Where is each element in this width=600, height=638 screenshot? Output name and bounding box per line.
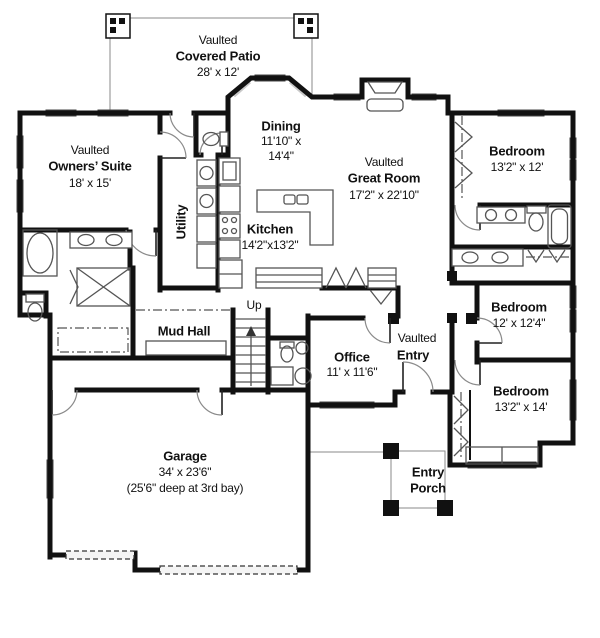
fireplace [366, 81, 404, 112]
bedroom-bath-2 [451, 248, 570, 267]
label-utility: Utility [173, 204, 189, 240]
label-bedroom-bottom-dims: 13'2" x 14' [494, 400, 548, 414]
powder-room [202, 131, 229, 147]
bedroom-closets [453, 116, 473, 460]
sink-fixture [504, 208, 518, 222]
shower-door [69, 269, 79, 305]
label-kitchen-dims: 14'2"x13'2" [241, 238, 299, 252]
hall-bath [270, 341, 312, 386]
doors [51, 112, 503, 416]
toilet-fixture [528, 212, 544, 232]
stairs [235, 318, 266, 386]
label-covered-patio-name: Covered Patio [175, 48, 261, 64]
sink-fixture [484, 208, 498, 222]
wall-oven [218, 157, 241, 185]
vanity-fixture [476, 206, 526, 224]
utility-appliances [196, 159, 217, 269]
label-entry-porch-2: Porch [410, 480, 446, 496]
bifold-doors [454, 121, 473, 189]
island-sink [283, 194, 296, 205]
sink-fixture [491, 251, 509, 264]
laundry-sink [294, 367, 312, 385]
label-covered-patio-dims: 28' x 12' [196, 65, 240, 79]
label-entry-porch-1: Entry [411, 464, 445, 480]
label-bedroom-top-name: Bedroom [489, 143, 545, 159]
label-garage-name: Garage [163, 448, 207, 464]
sink-fixture [77, 233, 95, 247]
label-kitchen-name: Kitchen [246, 221, 294, 237]
sink-fixture [105, 233, 123, 247]
island-sink [296, 194, 309, 205]
vanity-fixture [69, 231, 133, 249]
speaker-triangles [325, 266, 367, 289]
closet-rods [57, 327, 129, 353]
tub-deck [22, 229, 58, 277]
buffet-counter [255, 267, 323, 289]
kitchen-island [256, 189, 334, 246]
label-entry-prefix: Vaulted [397, 331, 437, 345]
label-owners-suite-prefix: Vaulted [70, 143, 110, 157]
window-seat [465, 446, 539, 465]
garage-doors [65, 550, 298, 575]
sink-fixture [461, 251, 479, 264]
walls [17, 75, 576, 573]
toilet-fixture [27, 302, 43, 322]
bathtub-fixture [547, 204, 572, 249]
label-dining-name: Dining [261, 118, 301, 134]
media-wall [325, 266, 397, 306]
label-office-name: Office [334, 349, 370, 365]
shower-fixture [76, 267, 131, 307]
bifold-doors [527, 249, 566, 264]
label-great-room-dims: 17'2" x 22'10" [349, 188, 419, 202]
label-mud-hall: Mud Hall [157, 323, 211, 339]
label-covered-patio-prefix: Vaulted [198, 33, 238, 47]
toilet-tank [279, 341, 295, 349]
bedroom-bath-1 [476, 204, 572, 249]
toilet-fixture [280, 345, 294, 363]
fireplace-wall [359, 77, 411, 100]
label-bedroom-bottom-name: Bedroom [493, 383, 549, 399]
label-dining-dims2: 14'4" [268, 149, 294, 163]
media-console [367, 267, 397, 289]
toilet-tank [526, 205, 547, 214]
label-owners-suite-name: Owners’ Suite [48, 158, 132, 174]
sink-fixture [295, 341, 309, 355]
counter [218, 185, 241, 213]
entry-porch-posts [383, 443, 453, 516]
label-stairs-up: Up [246, 298, 262, 312]
label-garage-dims: 34' x 23'6" [158, 465, 212, 479]
speaker-triangle [369, 289, 393, 306]
label-dining-dims1: 11'10" x [260, 134, 302, 148]
bench [145, 340, 227, 356]
patio-post-right [293, 13, 319, 39]
label-bedroom-middle-name: Bedroom [491, 299, 547, 315]
mud-hall-fixtures [136, 309, 230, 356]
toilet-tank [219, 131, 229, 147]
owners-bath [22, 229, 133, 353]
toilet-tank [25, 293, 45, 303]
range-fixture [218, 213, 241, 239]
entry-porch-outline [308, 450, 446, 509]
toilet-fixture [202, 131, 220, 147]
bifold-doors [453, 395, 469, 457]
counter [218, 239, 241, 259]
label-garage-note: (25'6" deep at 3rd bay) [126, 481, 244, 495]
label-great-room-name: Great Room [347, 170, 421, 186]
patio-post-left [105, 13, 131, 39]
label-entry-name: Entry [396, 347, 430, 363]
cabinet [270, 366, 294, 386]
label-bedroom-top-dims: 13'2" x 12' [490, 160, 544, 174]
label-owners-suite-dims: 18' x 15' [68, 176, 112, 190]
label-great-room-prefix: Vaulted [364, 155, 404, 169]
kitchen-fixtures [218, 157, 334, 289]
bathtub-fixture [26, 232, 54, 274]
label-office-dims: 11' x 11'6" [326, 365, 378, 379]
label-bedroom-middle-dims: 12' x 12'4" [492, 316, 546, 330]
